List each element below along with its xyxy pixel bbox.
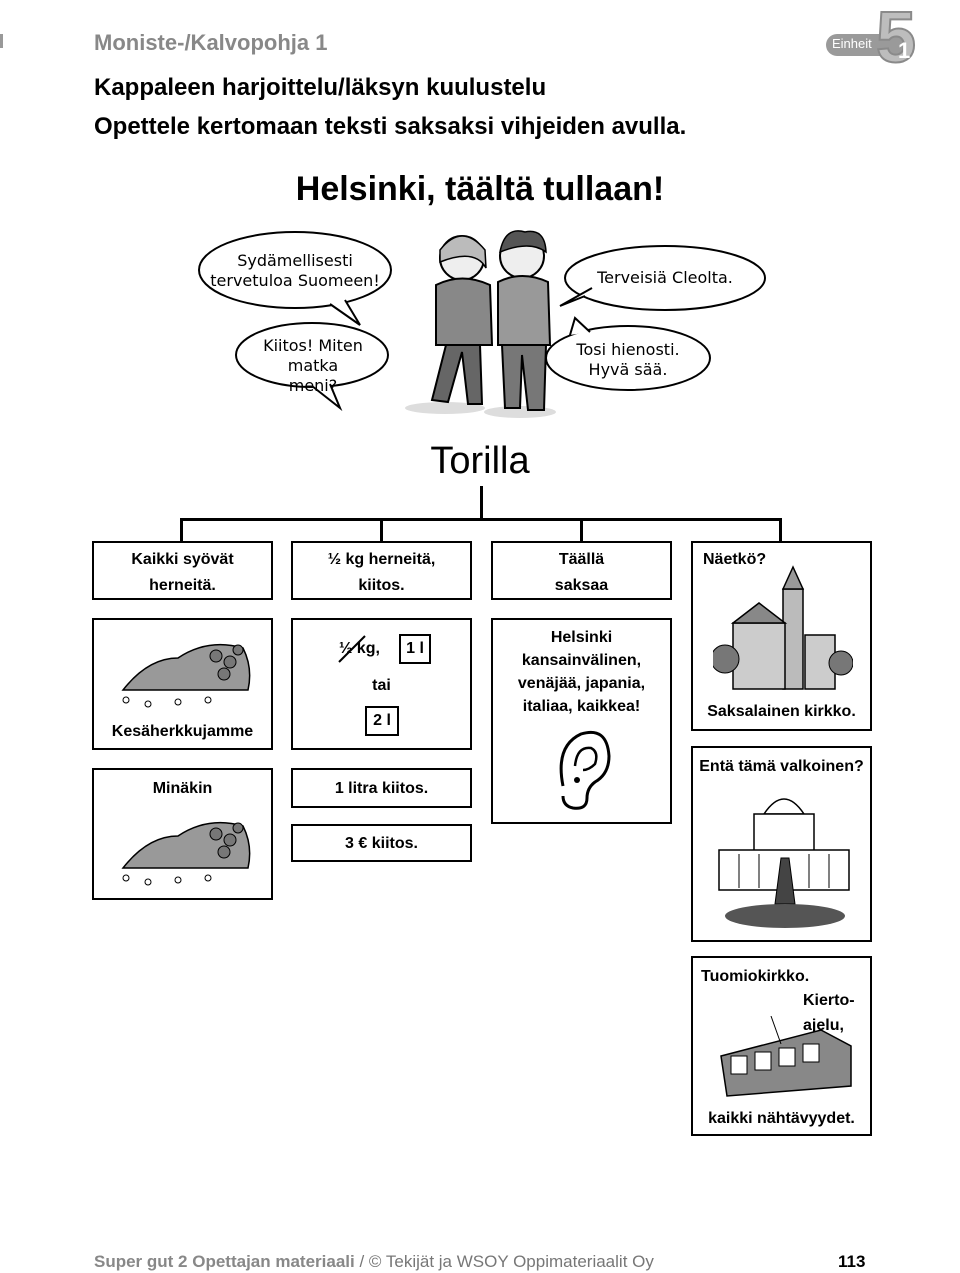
walking-boy-figure [484, 230, 556, 418]
tree-line-horizontal [180, 518, 782, 521]
col2-bottom-text-1: 1 litra kiitos. [334, 780, 429, 797]
bubble-text-1: Sydämellisesti tervetuloa Suomeen! [210, 251, 380, 290]
header-mark [0, 34, 3, 48]
col1-top-box: Kaikki syövät herneitä. [92, 541, 273, 600]
heading-exercise: Kappaleen harjoittelu/läksyn kuulustelu [94, 74, 547, 101]
dialogue-illustration [198, 230, 766, 418]
col2-bottom-box-1: 1 litra kiitos. [291, 768, 472, 808]
footer-copyright: / © Tekijät ja WSOY Oppimateriaalit Oy [354, 1252, 654, 1271]
crossed-out-mark [338, 635, 366, 663]
col4-church-text: Saksalainen kirkko. [707, 703, 856, 720]
speech-bubble-2 [235, 322, 389, 412]
col2-bottom-box-2: 3 € kiitos. [291, 824, 472, 862]
col3-top-text: Täällä saksaa [554, 551, 609, 594]
col3-top-box: Täällä saksaa [491, 541, 672, 600]
peas-pile-picture-2 [121, 821, 251, 886]
badge-sub-number: 1 [898, 38, 911, 63]
tree-line-branch-1 [180, 518, 183, 542]
col4-tour-box: Tuomiokirkko. Kierto-ajelu, kaikki nähtä… [691, 956, 872, 1136]
page-title: Helsinki, täältä tullaan! [295, 170, 665, 208]
badge-number: 5 [875, 0, 917, 78]
unit-badge: Einheit 5 1 [820, 1, 940, 75]
col2-mid-or: tai [372, 677, 391, 694]
col1-top-text: Kaikki syövät herneitä. [131, 551, 234, 594]
bubble-text-4: Tosi hienosti. Hyvä sää. [576, 340, 680, 379]
col4-church-box: Näetkö? Saksalainen kirkko. [691, 541, 872, 731]
walking-girl-figure [405, 235, 494, 414]
page-number: 113 [838, 1252, 866, 1271]
section-title: Torilla [430, 440, 530, 482]
col3-mid-text: Helsinki kansainvälinen, venäjää, japani… [517, 629, 646, 715]
footer-credit: Super gut 2 Opettajan materiaali / © Tek… [94, 1252, 654, 1272]
col2-mid-box: ½ kg, 1 l tai 2 l [291, 618, 472, 750]
col1-bottom-box: Minäkin [92, 768, 273, 900]
speech-bubble-1 [198, 231, 392, 326]
col2-mid-box-2l: 2 l [365, 706, 399, 736]
col2-top-text: ½ kg herneitä, kiitos. [327, 551, 436, 594]
col4-cathedral-box: Entä tämä valkoinen? [691, 746, 872, 942]
col4-white-question: Entä tämä valkoinen? [699, 758, 864, 775]
speech-bubble-3 [559, 245, 766, 311]
col2-mid-box-1l: 1 l [399, 634, 431, 664]
page-header-title: Moniste-/Kalvopohja 1 [94, 30, 328, 55]
col4-top-text: Näetkö? [703, 551, 767, 568]
col1-mid-box: Kesäherkkujamme [92, 618, 273, 750]
tram-picture [720, 1016, 852, 1097]
col2-bottom-text-2: 3 € kiitos. [345, 835, 418, 852]
col1-mid-text: Kesäherkkujamme [111, 723, 254, 740]
col4-cathedral-text: Tuomiokirkko. [701, 968, 810, 985]
tree-line-branch-3 [580, 518, 583, 542]
german-church-picture [713, 565, 853, 690]
tree-line-branch-4 [779, 518, 782, 542]
tree-line-trunk [480, 486, 483, 520]
cathedral-picture [718, 798, 850, 928]
peas-pile-picture [121, 643, 251, 708]
col4-tour-text: Kierto-ajelu, [803, 992, 855, 1034]
badge-label: Einheit [832, 36, 872, 51]
bubble-text-3: Terveisiä Cleolta. [597, 268, 733, 287]
bubble-text-2: Kiitos! Miten matka meni? [263, 336, 363, 395]
footer-book: Super gut 2 Opettajan materiaali [94, 1252, 355, 1271]
badge-pill [826, 34, 912, 56]
ear-icon [559, 730, 611, 810]
heading-instruction: Opettele kertomaan teksti saksaksi vihje… [94, 113, 687, 140]
col4-sights-text: kaikki nähtävyydet. [708, 1110, 855, 1127]
tree-line-branch-2 [380, 518, 383, 542]
col1-bottom-text: Minäkin [152, 780, 213, 797]
col2-top-box: ½ kg herneitä, kiitos. [291, 541, 472, 600]
col3-mid-box: Helsinki kansainvälinen, venäjää, japani… [491, 618, 672, 824]
